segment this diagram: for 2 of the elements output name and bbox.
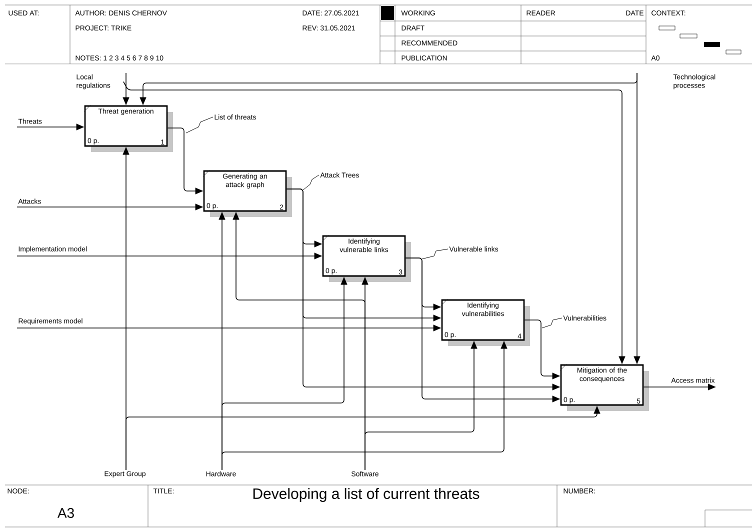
diagram-title: Developing a list of current threats bbox=[253, 488, 480, 502]
table-text: A3 bbox=[57, 508, 74, 518]
